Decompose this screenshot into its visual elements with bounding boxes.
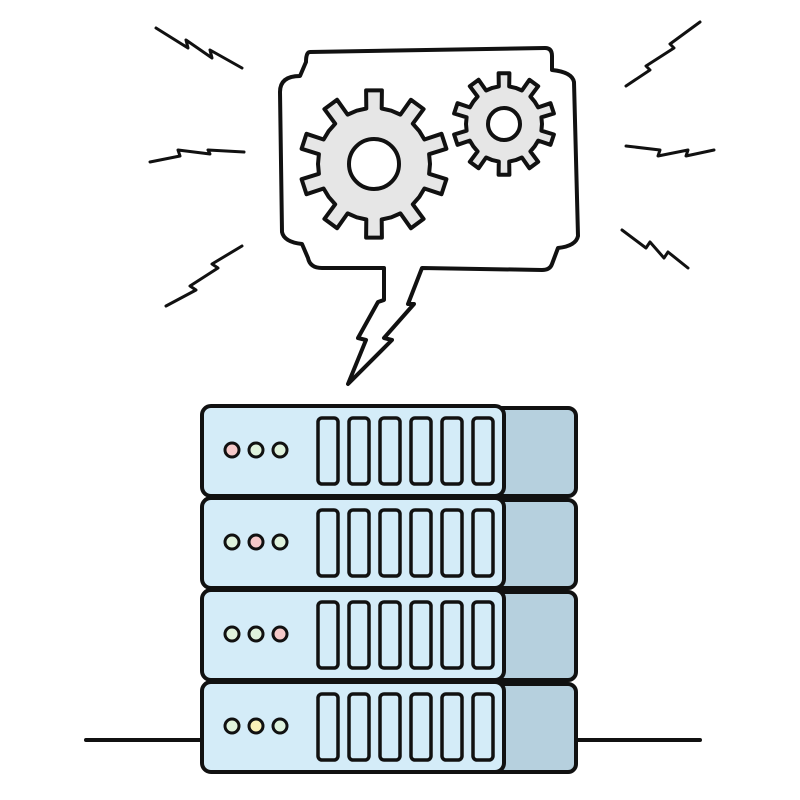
status-led	[247, 441, 265, 459]
gear-icon	[299, 88, 449, 240]
server-unit	[200, 680, 578, 774]
server-unit	[200, 496, 578, 590]
vent-slot	[471, 600, 495, 670]
spark-icon	[620, 228, 690, 270]
vent-slot	[347, 416, 371, 486]
spark-icon	[148, 148, 246, 164]
status-led	[271, 533, 289, 551]
vent-slot	[378, 600, 402, 670]
status-led	[271, 625, 289, 643]
vent-slot	[316, 508, 340, 578]
vent-slot	[316, 416, 340, 486]
vent-slot	[440, 508, 464, 578]
vent-slot	[409, 692, 433, 762]
gear-icon	[452, 71, 556, 177]
vent-slot	[471, 416, 495, 486]
server-unit	[200, 588, 578, 682]
status-led	[271, 717, 289, 735]
spark-icon	[624, 20, 702, 88]
spark-icon	[164, 244, 244, 308]
vent-slot	[409, 416, 433, 486]
status-led	[247, 533, 265, 551]
vent-slot	[471, 692, 495, 762]
status-led	[223, 441, 241, 459]
status-led	[247, 717, 265, 735]
vent-slot	[471, 508, 495, 578]
vent-slot	[378, 416, 402, 486]
vent-slot	[347, 508, 371, 578]
vent-slot	[440, 416, 464, 486]
status-led	[223, 533, 241, 551]
vent-slot	[347, 692, 371, 762]
vent-slot	[440, 692, 464, 762]
vent-slot	[316, 692, 340, 762]
status-led	[223, 717, 241, 735]
server-rack-icon	[200, 404, 578, 774]
vent-slot	[347, 600, 371, 670]
spark-icon	[624, 144, 716, 158]
status-led	[271, 441, 289, 459]
server-unit	[200, 404, 578, 498]
vent-slot	[409, 600, 433, 670]
vent-slot	[378, 508, 402, 578]
vent-slot	[316, 600, 340, 670]
vent-slot	[378, 692, 402, 762]
spark-icon	[154, 26, 244, 70]
status-led	[247, 625, 265, 643]
spark-lines	[148, 20, 716, 308]
vent-slot	[409, 508, 433, 578]
vent-slot	[440, 600, 464, 670]
status-led	[223, 625, 241, 643]
